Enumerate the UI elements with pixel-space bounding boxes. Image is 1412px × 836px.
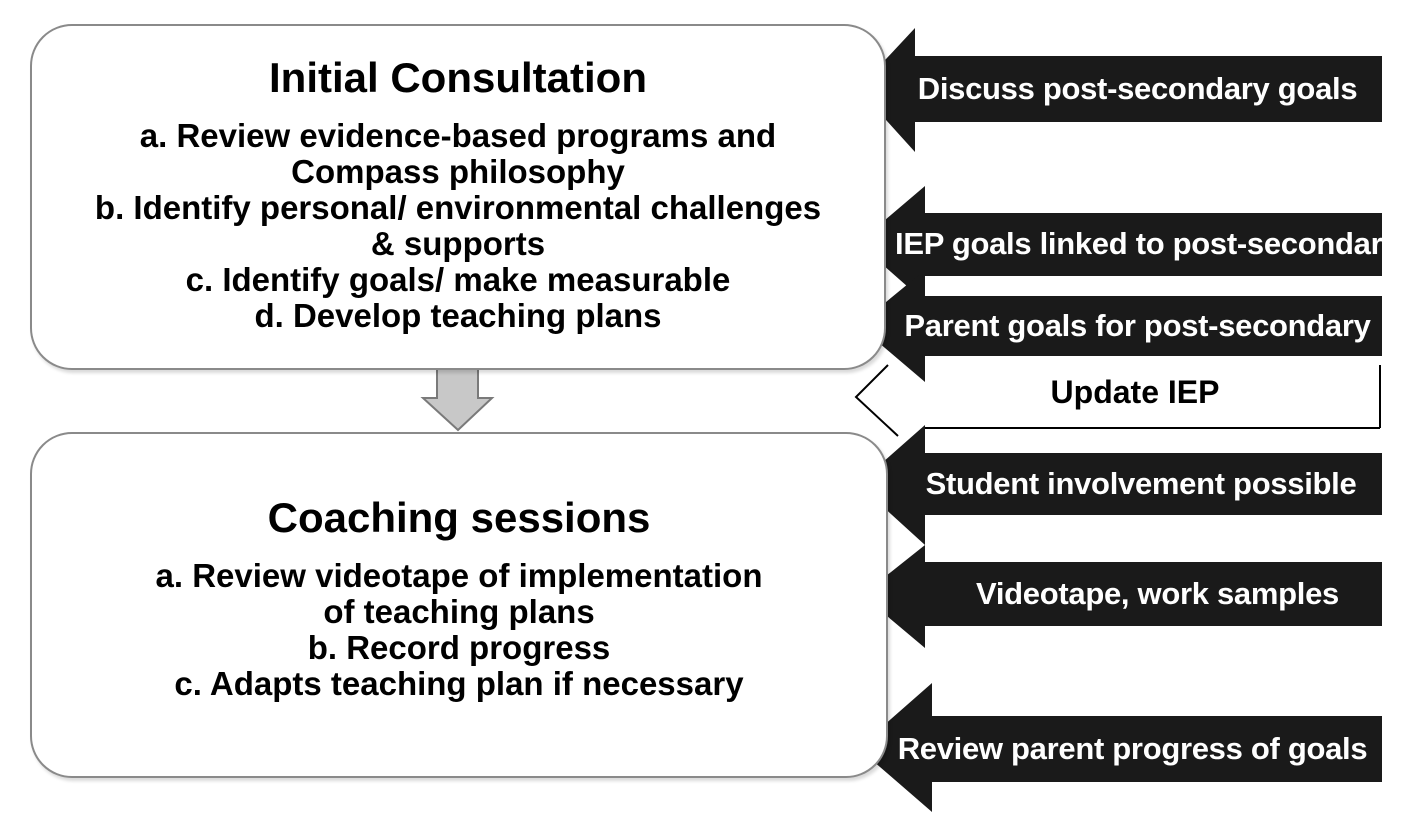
arrow-3-shape (858, 270, 1382, 382)
coaching-sessions-line: a. Review videotape of implementation (155, 557, 763, 594)
coaching-sessions-box: Coaching sessions a. Review videotape of… (30, 432, 888, 778)
update-iep-bracket (854, 364, 899, 437)
coaching-sessions-line: of teaching plans (323, 593, 595, 630)
coaching-sessions-line: b. Record progress (307, 629, 611, 666)
down-arrow (420, 367, 495, 432)
initial-consultation-line: a. Review evidence-based programs and (139, 117, 777, 154)
initial-consultation-title: Initial Consultation (269, 54, 647, 101)
arrow-label-parent-goals: Parent goals for post-secondary (904, 308, 1371, 343)
arrow-label-videotape: Videotape, work samples (976, 576, 1339, 611)
initial-consultation-line: Compass philosophy (291, 153, 625, 190)
arrow-label-discuss-goals: Discuss post-secondary goals (917, 71, 1358, 106)
arrow-label-review-progress: Review parent progress of goals (897, 731, 1368, 766)
arrow-4-shape (858, 425, 1382, 545)
coaching-sessions-title: Coaching sessions (267, 494, 651, 541)
arrow-2-shape (858, 186, 1382, 302)
initial-consultation-line: d. Develop teaching plans (254, 297, 662, 334)
coaching-sessions-list: a. Review videotape of implementation of… (32, 558, 886, 702)
update-iep-label: Update IEP (1050, 374, 1220, 410)
initial-consultation-line: c. Identify goals/ make measurable (185, 261, 731, 298)
coaching-sessions-line: c. Adapts teaching plan if necessary (174, 665, 744, 702)
initial-consultation-line: & supports (370, 225, 546, 262)
arrow-label-iep-goals: IEP goals linked to post-secondary (895, 226, 1400, 261)
initial-consultation-box: Initial Consultation a. Review evidence-… (30, 24, 886, 370)
initial-consultation-list: a. Review evidence-based programs and Co… (32, 118, 884, 334)
arrow-6-shape (858, 683, 1382, 812)
arrow-1-shape (858, 28, 1382, 152)
arrow-5-shape (862, 545, 1382, 648)
arrow-label-student-involvement: Student involvement possible (925, 466, 1357, 501)
initial-consultation-line: b. Identify personal/ environmental chal… (94, 189, 822, 226)
